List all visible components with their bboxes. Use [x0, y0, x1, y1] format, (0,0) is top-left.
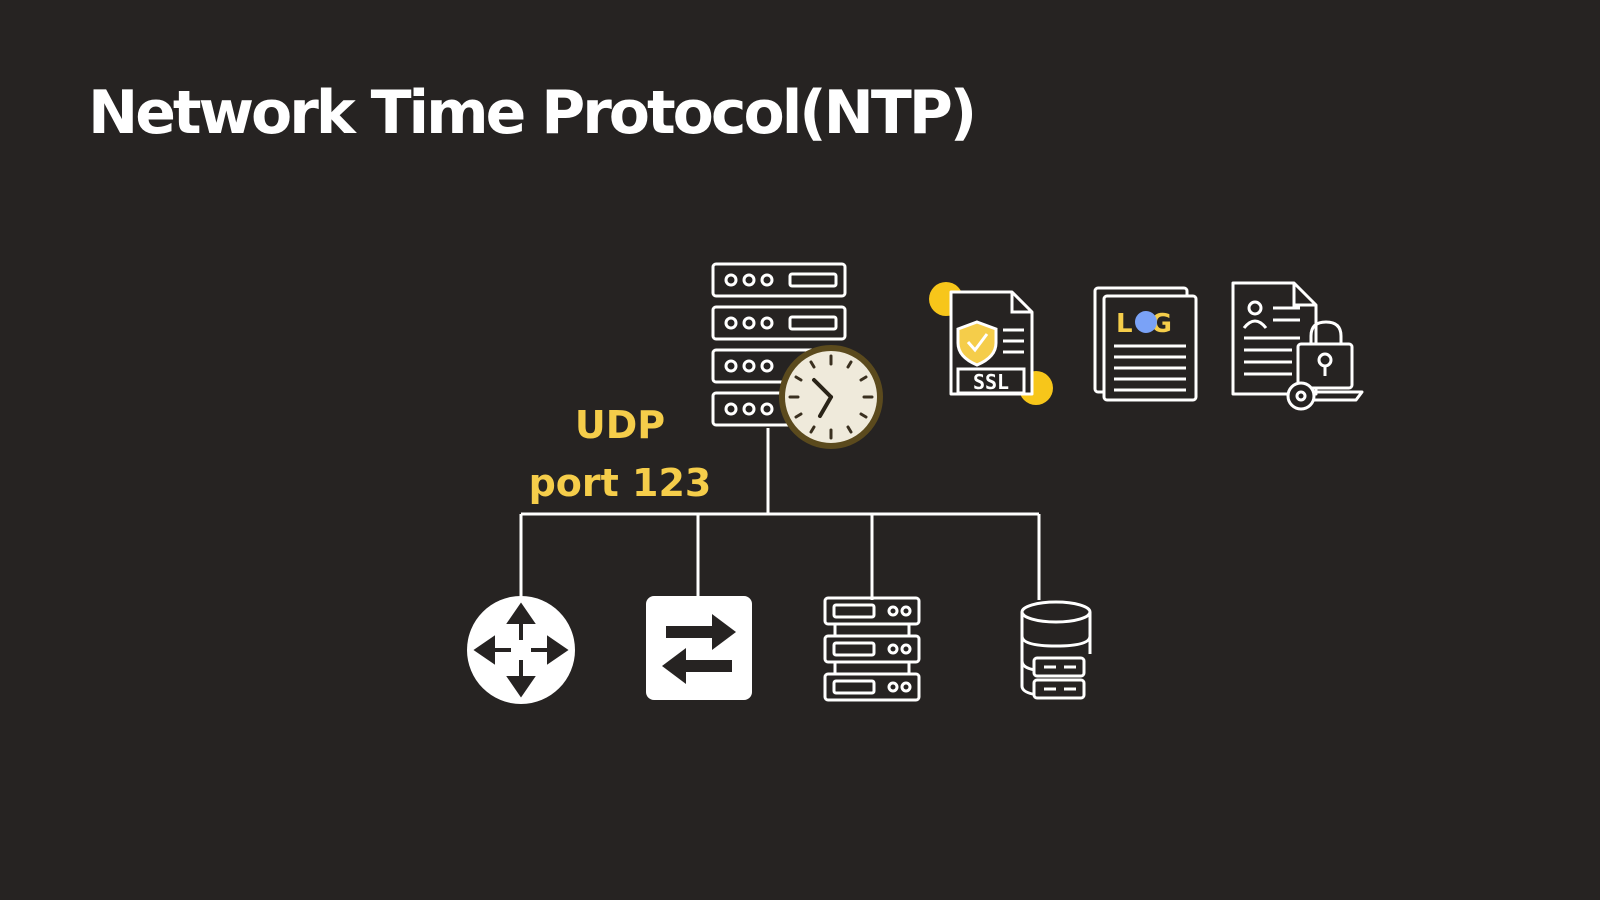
secure-document-icon [1231, 281, 1364, 411]
router-icon [467, 596, 575, 704]
clock-icon [779, 345, 883, 449]
slide-title: Network Time Protocol(NTP) [88, 78, 977, 148]
server-icon [823, 596, 921, 702]
port-label: port 123 [528, 461, 712, 505]
log-file-icon: L G [1093, 286, 1198, 402]
ssl-icon-text: SSL [973, 370, 1009, 394]
network-switch-icon [646, 596, 752, 700]
connection-lines [519, 428, 1041, 600]
protocol-label: UDP [574, 403, 666, 447]
database-server-icon [1020, 600, 1092, 700]
ssl-certificate-icon: SSL [929, 282, 1053, 405]
protocol-port-label: UDP port 123 [520, 396, 720, 512]
